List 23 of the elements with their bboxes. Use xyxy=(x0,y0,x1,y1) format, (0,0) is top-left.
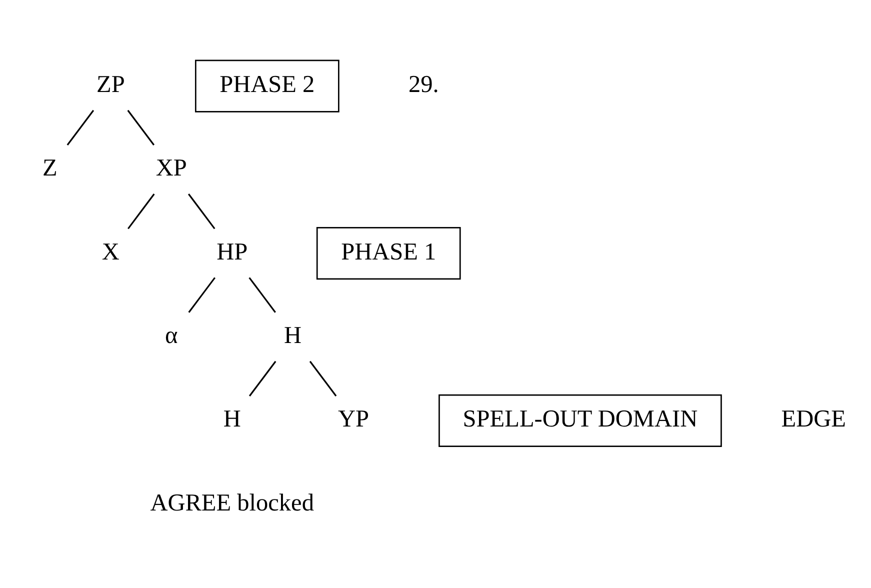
label: AGREE blocked xyxy=(150,488,314,516)
node-text: H xyxy=(223,405,241,432)
node-text: X xyxy=(102,238,120,265)
connector xyxy=(128,193,155,229)
node-text: XP xyxy=(156,154,187,182)
node-text: Z xyxy=(42,154,58,182)
node-box: SPELL-OUT DOMAIN xyxy=(438,394,722,446)
node-text: H xyxy=(284,321,302,348)
connector xyxy=(188,276,216,312)
node-text: ZP xyxy=(96,70,125,98)
connector xyxy=(309,360,337,396)
connector xyxy=(248,360,276,396)
connector xyxy=(188,193,216,229)
connector xyxy=(127,109,155,146)
node-box: PHASE 2 xyxy=(194,59,340,112)
label: EDGE xyxy=(781,405,846,432)
node-text: YP xyxy=(338,405,370,432)
node-text: α xyxy=(165,321,178,348)
node-text: HP xyxy=(216,238,248,265)
connector xyxy=(248,276,276,312)
label: 29. xyxy=(408,70,439,98)
node-box: PHASE 1 xyxy=(316,226,461,280)
connector xyxy=(66,109,94,146)
